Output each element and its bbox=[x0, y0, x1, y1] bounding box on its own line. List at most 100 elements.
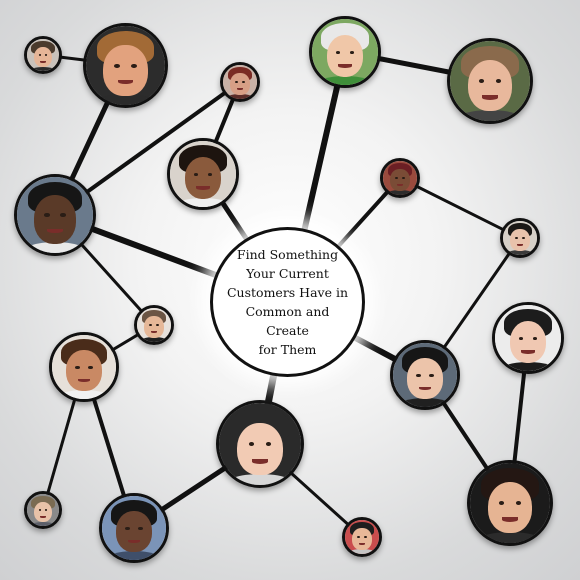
message-line: for Them bbox=[258, 342, 317, 357]
portrait-eye bbox=[45, 509, 48, 511]
portrait-shirt bbox=[28, 66, 58, 71]
portrait-eye bbox=[38, 509, 41, 511]
portrait-eye bbox=[518, 336, 524, 340]
portrait-shirt bbox=[315, 75, 375, 85]
person-avatar-12 bbox=[49, 332, 119, 402]
person-avatar-1 bbox=[24, 36, 62, 74]
person-avatar-10 bbox=[134, 305, 174, 345]
link bbox=[398, 176, 522, 240]
central-message-node: Find Something Your Current Customers Ha… bbox=[210, 227, 365, 377]
portrait-eye bbox=[522, 237, 525, 239]
portrait-eye bbox=[515, 501, 522, 506]
portrait-eye bbox=[335, 50, 341, 54]
portrait-shirt bbox=[384, 190, 416, 195]
portrait-face bbox=[116, 511, 152, 553]
portrait-eye bbox=[125, 526, 130, 530]
portrait-shirt bbox=[223, 473, 297, 485]
portrait-eye bbox=[515, 237, 518, 239]
portrait-mouth bbox=[150, 331, 158, 334]
person-avatar-18 bbox=[467, 460, 553, 546]
portrait-mouth bbox=[39, 60, 47, 63]
portrait-eye bbox=[75, 365, 80, 369]
portrait-mouth bbox=[521, 349, 535, 354]
portrait-mouth bbox=[396, 184, 404, 187]
portrait-eye bbox=[395, 177, 398, 179]
portrait-eye bbox=[265, 442, 272, 447]
portrait-eye bbox=[242, 81, 245, 83]
portrait-eye bbox=[235, 81, 238, 83]
portrait-eye bbox=[193, 172, 199, 176]
portrait-face bbox=[184, 156, 222, 200]
person-avatar-5 bbox=[220, 62, 260, 102]
person-avatar-7 bbox=[14, 174, 96, 256]
portrait-mouth bbox=[358, 543, 366, 546]
portrait-face bbox=[510, 229, 530, 251]
portrait-eye bbox=[532, 336, 538, 340]
portrait-shirt bbox=[20, 242, 90, 253]
portrait-face bbox=[33, 195, 77, 244]
portrait-eye bbox=[357, 536, 360, 538]
portrait-mouth bbox=[39, 515, 47, 518]
portrait-face bbox=[407, 358, 443, 400]
portrait-eye bbox=[149, 324, 152, 326]
portrait-shirt bbox=[105, 551, 163, 560]
portrait-eye bbox=[498, 501, 505, 506]
portrait-eye bbox=[416, 373, 421, 377]
person-avatar-2 bbox=[83, 23, 168, 108]
message-line: Your Current bbox=[246, 266, 329, 281]
portrait-face bbox=[352, 528, 372, 550]
portrait-shirt bbox=[55, 390, 113, 399]
central-message-text: Find Something Your Current Customers Ha… bbox=[224, 245, 352, 359]
portrait-face bbox=[144, 316, 164, 338]
portrait-eye bbox=[38, 54, 41, 56]
portrait-eye bbox=[131, 63, 137, 68]
portrait-mouth bbox=[418, 386, 432, 391]
portrait-mouth bbox=[196, 185, 210, 190]
portrait-mouth bbox=[502, 517, 518, 523]
portrait-eye bbox=[402, 177, 405, 179]
portrait-shirt bbox=[346, 549, 378, 554]
portrait-mouth bbox=[77, 378, 91, 383]
person-avatar-9 bbox=[500, 218, 540, 258]
person-avatar-16 bbox=[99, 493, 169, 563]
portrait-face bbox=[103, 44, 148, 96]
portrait-face bbox=[487, 482, 533, 534]
portrait-shirt bbox=[89, 93, 162, 105]
portrait-face bbox=[237, 422, 283, 476]
portrait-eye bbox=[478, 79, 485, 84]
person-avatar-4 bbox=[447, 38, 533, 124]
portrait-eye bbox=[138, 526, 143, 530]
portrait-mouth bbox=[127, 539, 141, 544]
portrait-mouth bbox=[482, 95, 498, 101]
portrait-face bbox=[34, 46, 52, 68]
portrait-mouth bbox=[236, 88, 244, 91]
portrait-eye bbox=[207, 172, 213, 176]
person-avatar-11 bbox=[492, 302, 564, 374]
portrait-eye bbox=[45, 54, 48, 56]
portrait-face bbox=[390, 169, 410, 191]
message-line: Common and Create bbox=[245, 304, 330, 338]
portrait-mouth bbox=[516, 244, 524, 247]
portrait-eye bbox=[495, 79, 502, 84]
portrait-face bbox=[34, 501, 52, 523]
portrait-eye bbox=[429, 373, 434, 377]
person-avatar-3 bbox=[309, 16, 381, 88]
portrait-face bbox=[509, 320, 547, 364]
portrait-mouth bbox=[117, 79, 134, 85]
portrait-face bbox=[467, 60, 513, 112]
portrait-shirt bbox=[504, 250, 536, 255]
portrait-shirt bbox=[173, 197, 233, 207]
portrait-shirt bbox=[396, 398, 454, 407]
portrait-shirt bbox=[454, 109, 526, 121]
portrait-eye bbox=[60, 213, 66, 218]
portrait-mouth bbox=[338, 63, 352, 68]
portrait-eye bbox=[248, 442, 255, 447]
message-line: Find Something bbox=[236, 247, 339, 262]
portrait-eye bbox=[156, 324, 159, 326]
person-avatar-13 bbox=[390, 340, 460, 410]
portrait-shirt bbox=[474, 531, 546, 543]
portrait-eye bbox=[88, 365, 93, 369]
person-avatar-17 bbox=[342, 517, 382, 557]
portrait-eye bbox=[44, 213, 50, 218]
